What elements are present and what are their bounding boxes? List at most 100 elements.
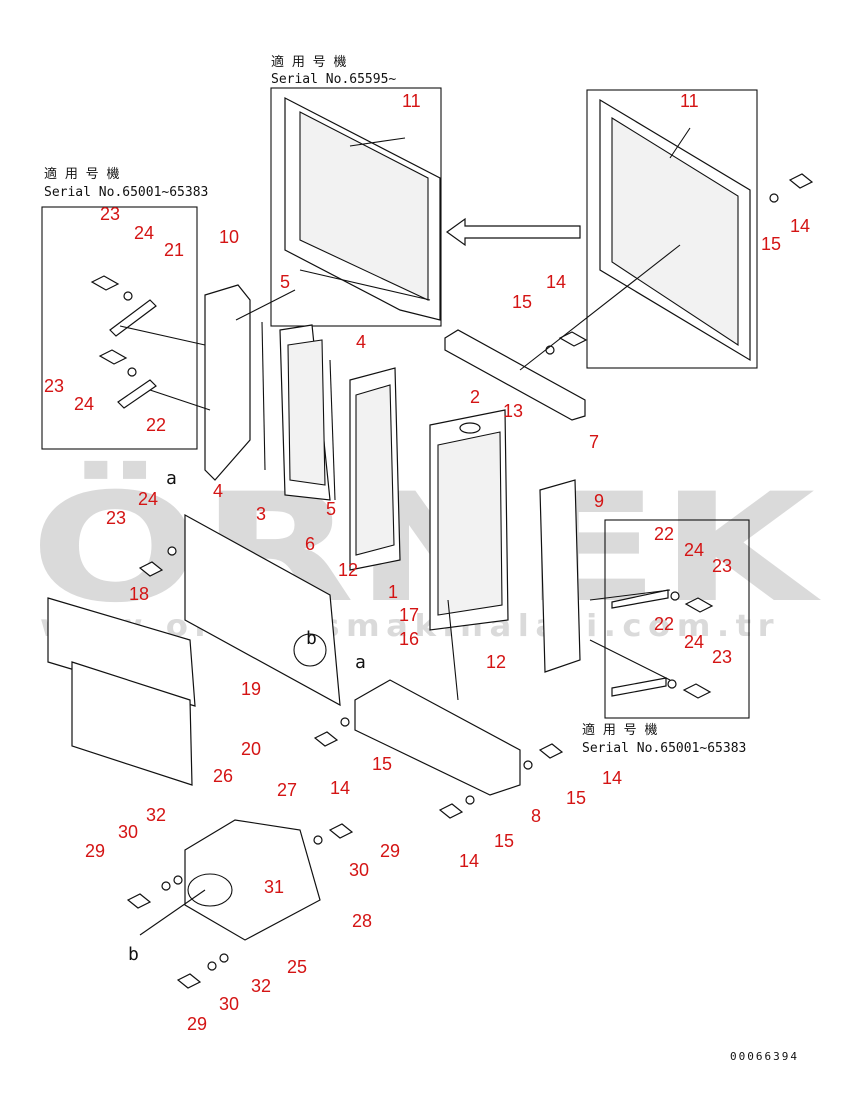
callout-4-top: 4 — [356, 332, 366, 352]
callout-15-a: 15 — [512, 292, 532, 312]
callout-30-b: 30 — [349, 860, 369, 880]
callout-10: 10 — [219, 227, 239, 247]
callout-23-right-top: 23 — [712, 556, 732, 576]
callout-30-c: 30 — [219, 994, 239, 1014]
bolt-23-right-top — [684, 597, 714, 613]
bolt-23-main — [138, 561, 164, 577]
washer-15-d — [465, 795, 475, 805]
main-assembly — [47, 173, 814, 989]
washer-24-left-bottom — [127, 367, 137, 377]
callout-11-right: 11 — [680, 91, 699, 111]
washer-24-right-top — [670, 591, 680, 601]
seal-4-right — [329, 359, 336, 501]
callout-31: 31 — [264, 877, 284, 897]
serial-caption-left: Serial No.65001~65383 — [44, 185, 208, 200]
applicable-model-label-left: 適 用 号 機 — [44, 166, 119, 182]
washer-32-a — [173, 875, 183, 885]
washer-32-b — [219, 953, 229, 963]
callout-30-a: 30 — [118, 822, 138, 842]
serial-box-left: 適 用 号 機 Serial No.65001~65383 — [41, 166, 208, 450]
callout-17: 17 — [399, 605, 419, 625]
callout-24-right-top: 24 — [684, 540, 704, 560]
callout-32-a: 32 — [146, 805, 166, 825]
washer-24-right-bottom — [667, 679, 677, 689]
drain-hose-16 — [447, 599, 459, 701]
callout-5-bottom: 5 — [326, 499, 336, 519]
bracket-22-right-bottom — [611, 677, 667, 697]
callout-15-e: 15 — [494, 831, 514, 851]
side-plate-9 — [539, 479, 581, 673]
view-markers: a a b b — [128, 468, 366, 965]
bolt-29-bottom — [176, 973, 202, 989]
callout-29-b: 29 — [380, 841, 400, 861]
callout-1: 1 — [388, 582, 398, 602]
washer-30-b — [313, 835, 323, 845]
callout-20: 20 — [241, 739, 261, 759]
callout-22-right-bottom: 22 — [654, 614, 674, 634]
callout-29-c: 29 — [187, 1014, 207, 1034]
callout-14-c: 14 — [330, 778, 350, 798]
guard-27 — [184, 819, 321, 941]
bracket-22-right-top — [611, 589, 669, 609]
bracket-22-left — [117, 379, 157, 409]
callout-2: 2 — [470, 387, 480, 407]
bolt-14-far-right — [788, 173, 814, 189]
washer-30-a — [161, 881, 171, 891]
stay-7 — [444, 329, 586, 421]
washer-15-e — [523, 760, 533, 770]
callout-18: 18 — [129, 584, 149, 604]
callout-4-bottom: 4 — [213, 481, 223, 501]
seal-19 — [47, 597, 196, 707]
callout-12-b: 12 — [486, 652, 506, 672]
callout-6: 6 — [305, 534, 315, 554]
bolt-29-right — [328, 823, 354, 839]
callout-28: 28 — [352, 911, 372, 931]
serial-caption-top: Serial No.65595~ — [271, 72, 396, 87]
callout-24-right-bottom: 24 — [684, 632, 704, 652]
watermark: ÖRNEK www.ornekismakinalari.com.tr — [30, 460, 821, 644]
bolt-14-lower-left — [313, 731, 339, 747]
callouts: 11 11 23 24 21 10 5 4 14 15 15 14 23 24 … — [44, 91, 810, 1034]
callout-14-d: 14 — [602, 768, 622, 788]
bolt-14-right-top — [558, 331, 588, 347]
callout-15-b: 15 — [761, 234, 781, 254]
callout-23-left-top: 23 — [100, 204, 120, 224]
replacement-arrow — [445, 217, 581, 247]
serial-box-right-frame — [586, 89, 758, 369]
serial-caption-right: Serial No.65001~65383 — [582, 741, 746, 756]
washer-24-left-top — [123, 291, 133, 301]
callout-9: 9 — [594, 491, 604, 511]
callout-16: 16 — [399, 629, 419, 649]
bolt-14-lower-mid — [438, 803, 464, 819]
callout-29-a: 29 — [85, 841, 105, 861]
serial-box-right: 適 用 号 機 Serial No.65001~65383 — [582, 519, 750, 756]
view-marker-a-bottom: a — [355, 652, 366, 673]
callout-23-right-bottom: 23 — [712, 647, 732, 667]
callout-13: 13 — [503, 401, 523, 421]
serial-box-top: 適 用 号 機 Serial No.65595~ — [270, 54, 442, 327]
callout-11-top: 11 — [402, 91, 421, 111]
callout-3: 3 — [256, 504, 266, 524]
callout-19: 19 — [241, 679, 261, 699]
callout-22-right-top: 22 — [654, 524, 674, 544]
bolt-14-lower-right — [538, 743, 564, 759]
callout-24-left-top: 24 — [134, 223, 154, 243]
bolt-23-left-top — [90, 275, 120, 291]
view-marker-a-top: a — [166, 468, 177, 489]
view-marker-b-bottom: b — [128, 944, 139, 965]
bracket-21 — [109, 299, 157, 337]
washer-24-main — [167, 546, 177, 556]
callout-14-a: 14 — [546, 272, 566, 292]
support-8 — [354, 679, 521, 796]
side-plate-10 — [204, 284, 251, 481]
callout-27: 27 — [277, 780, 297, 800]
callout-14-e: 14 — [459, 851, 479, 871]
callout-12-a: 12 — [338, 560, 358, 580]
washer-15-c — [340, 717, 350, 727]
callout-23-left-bottom: 23 — [44, 376, 64, 396]
applicable-model-label-top: 適 用 号 機 — [271, 54, 346, 70]
callout-21: 21 — [164, 240, 184, 260]
callout-26: 26 — [213, 766, 233, 786]
bolt-23-right-bottom — [682, 683, 712, 699]
applicable-model-label-right: 適 用 号 機 — [582, 722, 657, 738]
